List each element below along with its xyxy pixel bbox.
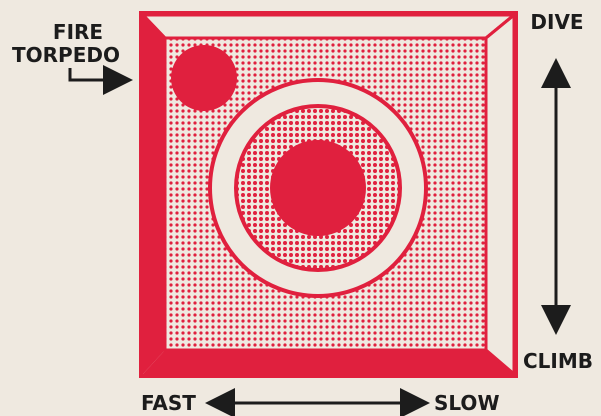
dive-label: DIVE [530,10,583,34]
joystick-knob[interactable] [270,140,366,236]
fast-label: FAST [141,391,196,415]
bevel-right [484,11,516,378]
fire-button[interactable] [171,45,237,111]
bevel-top [139,13,519,40]
climb-label: CLIMB [523,349,593,373]
joystick[interactable] [208,78,428,298]
bevel-left [143,15,165,374]
fire-label-line1: FIRE [53,20,103,44]
fire-label-line2: TORPEDO [12,43,120,67]
slow-label: SLOW [434,391,500,415]
dive-climb-indicator: DIVE CLIMB [523,10,593,373]
bevel-bottom [143,350,514,374]
speed-indicator: FAST SLOW [141,388,500,416]
fire-torpedo-callout: FIRE TORPEDO [12,20,133,95]
fire-pointer-arrow [68,65,133,95]
